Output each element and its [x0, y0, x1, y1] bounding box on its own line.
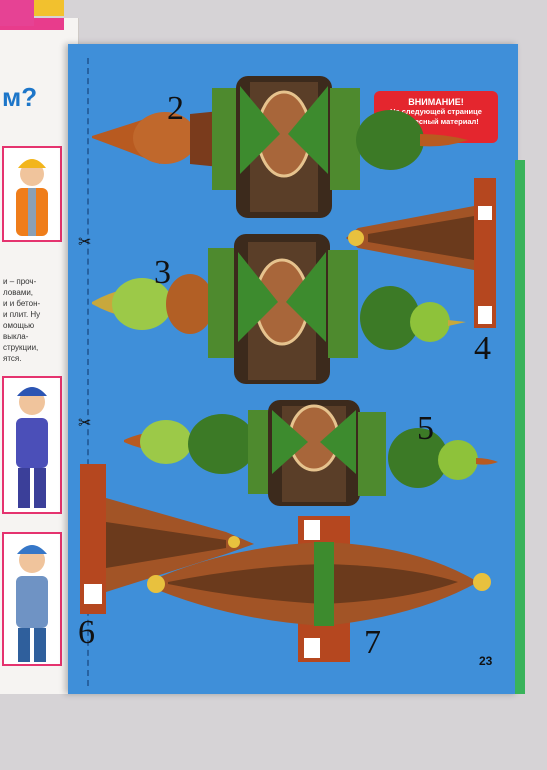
- fold-line: [87, 58, 89, 686]
- worker-illustration-1: [2, 146, 62, 242]
- corner-tab-pink: [0, 0, 34, 26]
- left-text-line: ятся.: [3, 354, 22, 363]
- part-number-5: 5: [417, 410, 434, 447]
- left-text-line: ловами,: [3, 288, 34, 297]
- scissors-icon: ✂: [78, 415, 92, 432]
- page-number: 23: [479, 654, 493, 668]
- scissors-icon: ✂: [78, 234, 92, 251]
- left-text-line: выкла-: [3, 332, 29, 341]
- part-number-4: 4: [474, 330, 491, 367]
- left-heading: м?: [2, 82, 38, 112]
- part-number-2: 2: [167, 90, 184, 127]
- corner-tab-yellow: [34, 0, 64, 16]
- left-text-line: и и бетон-: [3, 299, 41, 308]
- left-text-block: и – проч- ловами, и и бетон- и плит. Ну …: [3, 276, 63, 364]
- worker-illustration-3: [2, 532, 62, 666]
- part-number-7: 7: [364, 624, 381, 661]
- cutout-part-7: [147, 516, 491, 662]
- cutout-part-3: [92, 234, 466, 384]
- cutout-part-4: [346, 178, 496, 328]
- warning-line-1: На следующей странице: [390, 107, 482, 116]
- warning-title: ВНИМАНИЕ!: [408, 97, 464, 107]
- cutout-part-6: [80, 464, 254, 614]
- left-text-line: омощью: [3, 321, 35, 330]
- left-page: м? и – проч- ловами, и и бетон- и плит. …: [0, 18, 79, 694]
- warning-line-2: интересный материал!: [393, 117, 479, 126]
- left-text-line: струкции,: [3, 343, 39, 352]
- next-page-edge: [515, 160, 525, 694]
- worker-illustration-2: [2, 376, 62, 514]
- part-number-3: 3: [154, 254, 171, 291]
- left-text-line: и плит. Ну: [3, 310, 41, 319]
- part-number-6: 6: [78, 614, 95, 651]
- left-text-line: и – проч-: [3, 277, 37, 286]
- cutout-part-5: [124, 400, 498, 506]
- cutout-part-2: [92, 76, 468, 218]
